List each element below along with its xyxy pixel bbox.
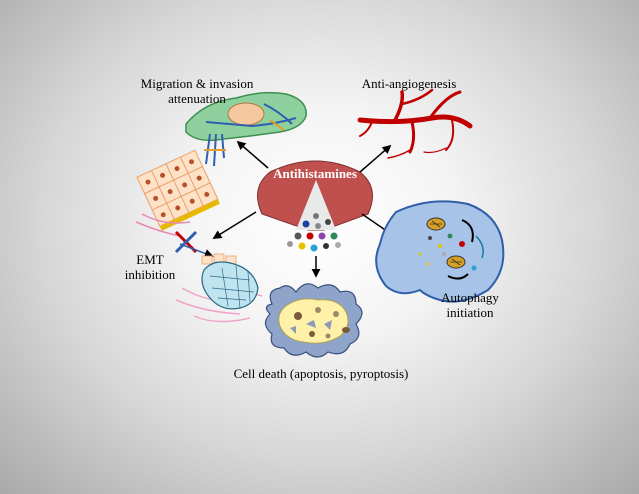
arrow-to-angiogenesis xyxy=(359,144,392,173)
migration-label: Migration & invasion attenuation xyxy=(122,76,272,106)
drug-dots xyxy=(287,213,341,252)
angiogenesis-label: Anti-angiogenesis xyxy=(361,76,457,91)
migrating-cell-illustration xyxy=(185,91,307,167)
autophagy-cell-illustration xyxy=(375,200,505,303)
pacman-mouth xyxy=(296,180,336,230)
mesenchymal-cluster-illustration xyxy=(175,253,263,323)
blood-vessel-illustration xyxy=(357,88,473,159)
arrow-to-emt xyxy=(212,211,257,239)
antihistamines-title: Antihistamines xyxy=(273,166,357,181)
migration-label-line1: Migration & invasion xyxy=(140,76,254,91)
emt-label-line1: EMT xyxy=(136,252,164,267)
migration-label-line2: attenuation xyxy=(168,91,226,106)
autophagy-label-line1: Autophagy xyxy=(441,290,499,305)
autophagy-label: Autophagy initiation xyxy=(430,290,510,320)
arrow-to-migration xyxy=(236,140,269,169)
cell-death-label: Cell death (apoptosis, pyroptosis) xyxy=(233,366,409,381)
emt-label-line2: inhibition xyxy=(124,267,176,282)
autophagy-label-line2: initiation xyxy=(446,305,494,320)
dying-cell-illustration xyxy=(264,283,363,358)
emt-block-x-icon xyxy=(174,230,214,258)
epithelial-sheet-illustration xyxy=(135,149,220,237)
emt-label: EMT inhibition xyxy=(120,252,180,282)
